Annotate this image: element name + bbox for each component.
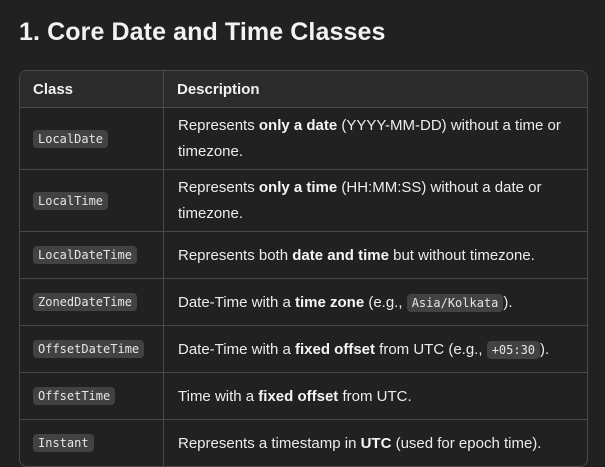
description-emphasis: date and time — [292, 246, 389, 264]
description-cell: Date-Time with a fixed offset from UTC (… — [163, 325, 587, 373]
description-emphasis: only a date — [258, 117, 338, 134]
description-text: Time with a — [178, 387, 259, 405]
class-name-code: LocalDateTime — [33, 246, 137, 264]
class-name-code: LocalTime — [33, 191, 109, 210]
classes-table: Class Description LocalDate Represents o… — [19, 70, 588, 467]
description-text: Represents — [178, 179, 259, 196]
table-row: ZonedDateTime Date-Time with a time zone… — [20, 278, 587, 326]
description-emphasis: fixed offset — [258, 387, 339, 405]
description-text: Represents — [178, 117, 259, 134]
description-cell: Represents both date and time but withou… — [163, 231, 587, 279]
class-name-code: OffsetTime — [33, 387, 116, 405]
description-text: from UTC (e.g., — [375, 340, 487, 358]
class-cell: OffsetTime — [20, 372, 164, 420]
description-cell: Date-Time with a time zone (e.g., Asia/K… — [163, 278, 587, 326]
section-heading: 1. Core Date and Time Classes — [19, 18, 386, 46]
table-row: OffsetTime Time with a fixed offset from… — [20, 372, 587, 420]
column-header-description: Description — [163, 71, 587, 108]
description-text: Date-Time with a — [178, 340, 295, 358]
column-header-class: Class — [20, 71, 164, 108]
table-row: LocalDate Represents only a date (YYYY-M… — [20, 107, 587, 170]
description-cell: Represents only a date (YYYY-MM-DD) with… — [163, 107, 587, 170]
description-text: from UTC. — [338, 387, 412, 405]
description-text: but without timezone. — [388, 246, 535, 264]
description-text: (YYYY-MM-DD) without a time or timezone. — [178, 117, 561, 160]
description-text: (used for epoch time). — [391, 434, 542, 452]
description-text: ). — [540, 340, 550, 358]
description-text: (e.g., — [364, 293, 407, 311]
description-text: ). — [503, 293, 513, 311]
description-cell: Time with a fixed offset from UTC. — [163, 372, 587, 420]
description-text: (HH:MM:SS) without a date or timezone. — [178, 179, 542, 222]
class-name-code: ZonedDateTime — [33, 293, 137, 311]
class-cell: LocalDate — [20, 107, 164, 170]
inline-code: +05:30 — [486, 340, 541, 359]
description-emphasis: time zone — [294, 293, 365, 311]
class-name-code: Instant — [33, 434, 94, 452]
description-text: Date-Time with a — [178, 293, 295, 311]
table-row: LocalTime Represents only a time (HH:MM:… — [20, 169, 587, 232]
class-cell: OffsetDateTime — [20, 325, 164, 373]
class-name-code: OffsetDateTime — [33, 340, 145, 358]
table-header-row: Class Description — [20, 71, 587, 108]
description-emphasis: UTC — [360, 434, 392, 452]
table-row: LocalDateTime Represents both date and t… — [20, 231, 587, 279]
description-text: Represents both — [178, 246, 293, 264]
description-emphasis: only a time — [258, 179, 338, 196]
class-cell: LocalDateTime — [20, 231, 164, 279]
class-cell: ZonedDateTime — [20, 278, 164, 326]
table-row: OffsetDateTime Date-Time with a fixed of… — [20, 325, 587, 373]
class-name-code: LocalDate — [33, 129, 109, 148]
description-text: Represents a timestamp in — [178, 434, 361, 452]
class-cell: LocalTime — [20, 169, 164, 232]
inline-code: Asia/Kolkata — [406, 293, 504, 312]
description-emphasis: fixed offset — [294, 340, 375, 358]
description-cell: Represents only a time (HH:MM:SS) withou… — [163, 169, 587, 232]
